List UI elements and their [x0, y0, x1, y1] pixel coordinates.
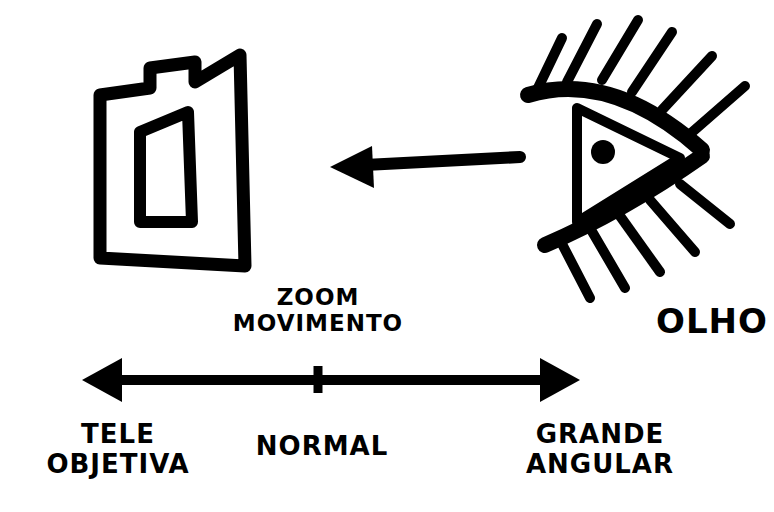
tele-label: TELE OBJETIVA — [46, 420, 189, 480]
normal-label: NORMAL — [256, 432, 388, 462]
scale-line — [110, 375, 555, 385]
view-arrow-shaft — [365, 157, 520, 165]
scale-head-right — [540, 358, 580, 402]
pupil — [591, 140, 615, 164]
camera-lens — [140, 112, 192, 222]
scale-tick — [314, 366, 323, 393]
camera-body — [100, 55, 245, 266]
zoom-label: ZOOM MOVIMENTO — [233, 284, 403, 337]
eye-outline — [577, 108, 680, 222]
wide-label: GRANDE ANGULAR — [526, 420, 674, 480]
scale-head-left — [82, 358, 122, 402]
lashes — [537, 20, 745, 298]
eye-label: OLHO — [656, 302, 768, 341]
view-arrow-head — [330, 146, 374, 188]
